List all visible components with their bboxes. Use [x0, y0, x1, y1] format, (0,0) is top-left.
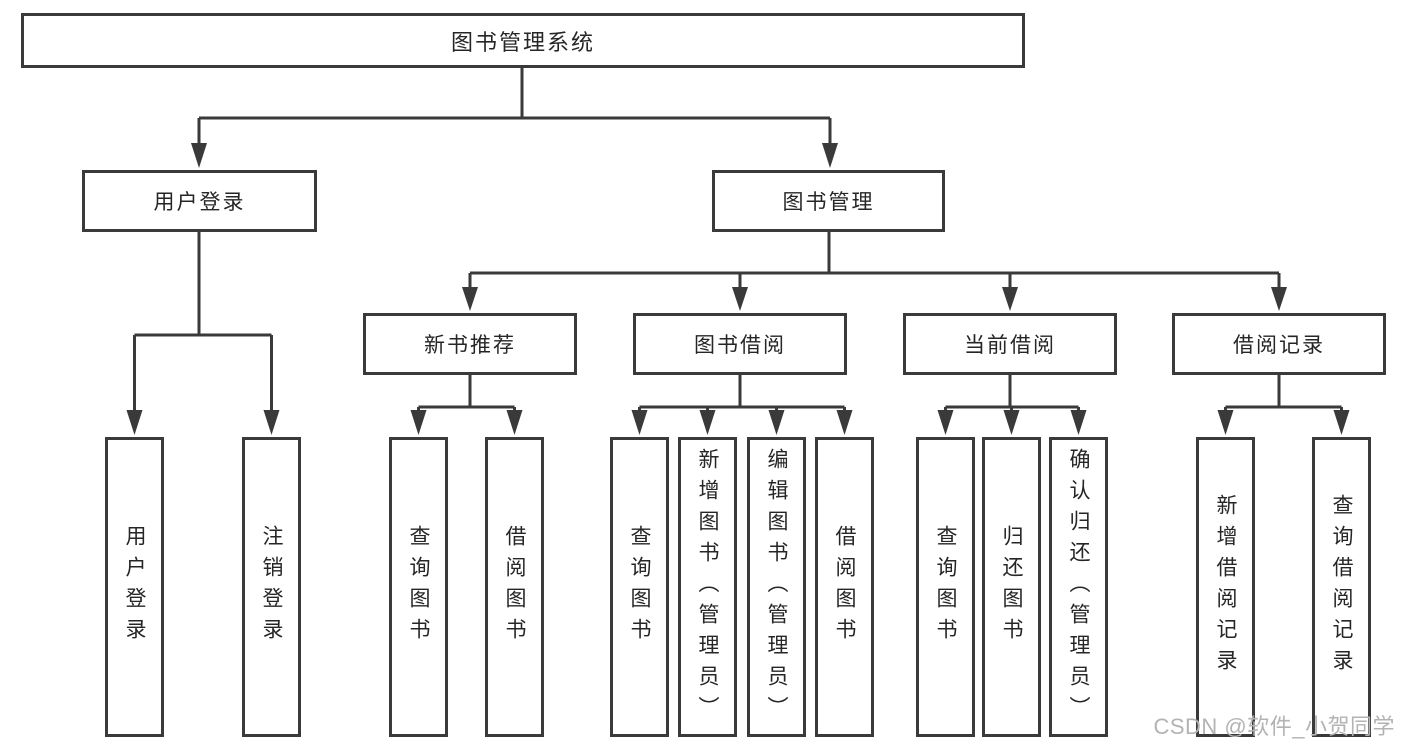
node-label: 注销登录 — [260, 525, 283, 649]
node-label: 借阅图书 — [503, 525, 526, 649]
node-label: 图书管理 — [782, 191, 875, 214]
node-label: 查询图书 — [407, 525, 430, 649]
node-label: 新增图书（管理员） — [696, 447, 719, 727]
node-label: 图书管理系统 — [450, 29, 595, 55]
leaf-logout: 注销登录 — [242, 437, 301, 737]
leaf-query-books-2: 查询图书 — [610, 437, 669, 737]
leaf-user-login: 用户登录 — [105, 437, 164, 737]
leaf-query-books-3: 查询图书 — [916, 437, 975, 737]
node-book-management: 图书管理 — [712, 170, 945, 232]
leaf-query-books-1: 查询图书 — [389, 437, 448, 737]
csdn-watermark: CSDN @软件_小贺同学 — [1153, 714, 1395, 739]
node-library-management-system: 图书管理系统 — [21, 13, 1025, 68]
leaf-add-books-admin: 新增图书（管理员） — [678, 437, 737, 737]
node-new-book-recommend: 新书推荐 — [363, 313, 577, 375]
node-label: 图书借阅 — [694, 334, 786, 357]
node-user-login: 用户登录 — [82, 170, 317, 232]
leaf-return-books: 归还图书 — [982, 437, 1041, 737]
node-label: 用户登录 — [123, 525, 146, 649]
leaf-query-borrow-record: 查询借阅记录 — [1312, 437, 1371, 737]
node-label: 查询图书 — [628, 525, 651, 649]
node-label: 用户登录 — [153, 191, 246, 214]
leaf-borrow-books-1: 借阅图书 — [485, 437, 544, 737]
node-label: 借阅记录 — [1233, 334, 1325, 357]
node-book-borrowing: 图书借阅 — [633, 313, 847, 375]
node-borrowing-records: 借阅记录 — [1172, 313, 1386, 375]
arrowheads — [126, 143, 1350, 435]
node-label: 查询借阅记录 — [1330, 494, 1353, 680]
node-label: 归还图书 — [1000, 525, 1023, 649]
leaf-confirm-return-admin: 确认归还（管理员） — [1049, 437, 1108, 737]
node-label: 编辑图书（管理员） — [765, 447, 788, 727]
node-label: 查询图书 — [934, 525, 957, 649]
node-current-borrowing: 当前借阅 — [903, 313, 1117, 375]
leaf-edit-books-admin: 编辑图书（管理员） — [747, 437, 806, 737]
leaf-add-borrow-record: 新增借阅记录 — [1196, 437, 1255, 737]
node-label: 新增借阅记录 — [1214, 494, 1237, 680]
node-label: 当前借阅 — [964, 334, 1056, 357]
leaf-borrow-books-2: 借阅图书 — [815, 437, 874, 737]
node-label: 确认归还（管理员） — [1067, 447, 1090, 727]
node-label: 新书推荐 — [424, 334, 516, 357]
node-label: 借阅图书 — [833, 525, 856, 649]
